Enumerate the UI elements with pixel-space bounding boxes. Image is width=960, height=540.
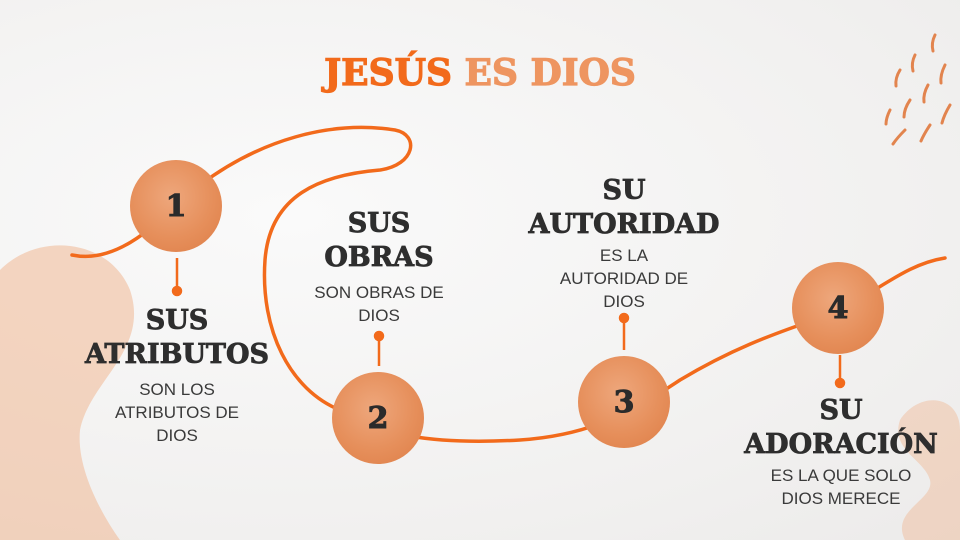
step-2-circle: 2	[332, 372, 424, 464]
step-1-number: 1	[165, 188, 187, 224]
step-3-circle: 3	[578, 356, 670, 448]
slide-title: JESÚS ES DIOS	[0, 51, 960, 94]
title-part2: ES DIOS	[464, 51, 637, 94]
step-1-circle: 1	[130, 160, 222, 252]
title-part1: JESÚS	[323, 51, 452, 94]
connectors	[171, 258, 846, 389]
step-3-number: 3	[613, 384, 635, 420]
brush-strokes-icon	[884, 33, 952, 146]
timeline-curve	[70, 125, 947, 443]
watercolor-blob-right	[898, 400, 960, 540]
step-2-number: 2	[367, 400, 389, 436]
watercolor-blob-left	[0, 245, 135, 540]
step-4-circle: 4	[792, 262, 884, 354]
step-4-number: 4	[827, 290, 849, 326]
